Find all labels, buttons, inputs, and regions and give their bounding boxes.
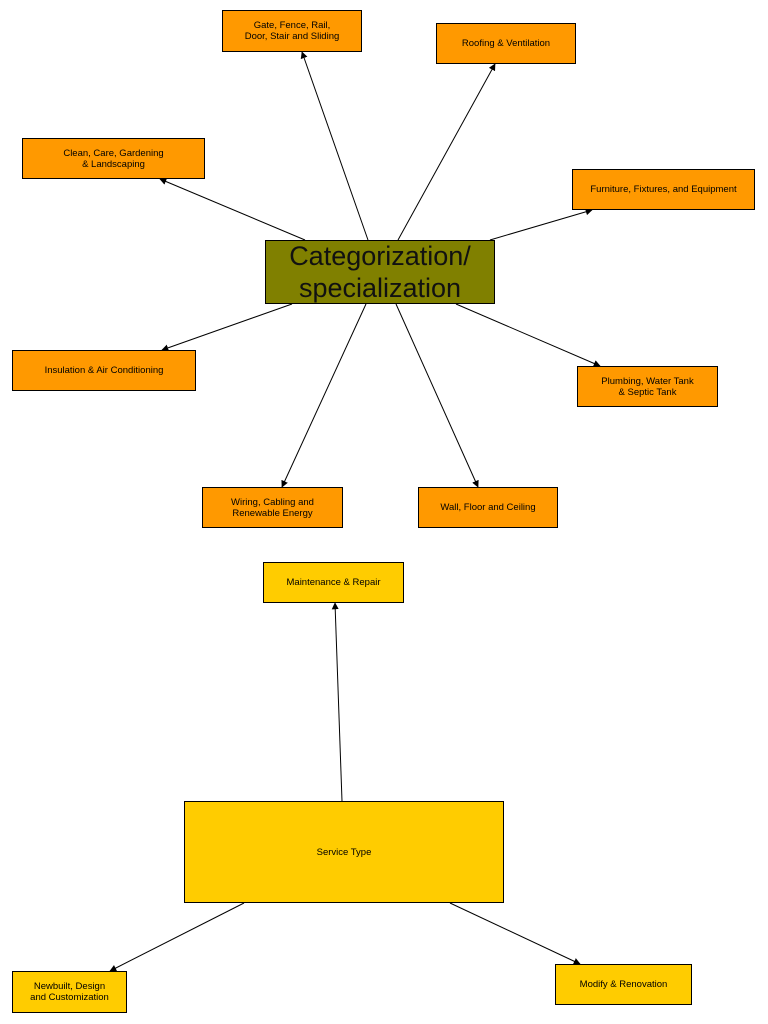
- category-cleaning: Clean, Care, Gardening & Landscaping: [22, 138, 205, 179]
- service-newbuilt: Newbuilt, Design and Customization: [12, 971, 127, 1013]
- arrow-to-category-insulation: [161, 303, 293, 352]
- categorization-hub: Categorization/ specialization: [265, 240, 495, 304]
- arrow-to-category-roofing: [397, 63, 496, 241]
- arrow-to-service-newbuilt: [109, 902, 245, 972]
- service-type-hub: Service Type: [184, 801, 504, 903]
- category-wiring: Wiring, Cabling and Renewable Energy: [202, 487, 343, 528]
- category-roofing: Roofing & Ventilation: [436, 23, 576, 64]
- service-modify: Modify & Renovation: [555, 964, 692, 1005]
- arrow-to-category-cleaning: [159, 178, 306, 241]
- category-gate-fence: Gate, Fence, Rail, Door, Stair and Slidi…: [222, 10, 362, 52]
- arrow-to-category-wall-floor: [395, 303, 479, 488]
- arrow-to-category-wiring: [281, 303, 367, 488]
- category-wall-floor: Wall, Floor and Ceiling: [418, 487, 558, 528]
- arrow-to-category-plumbing: [455, 303, 601, 367]
- arrow-to-service-maintenance: [331, 602, 343, 802]
- category-insulation: Insulation & Air Conditioning: [12, 350, 196, 391]
- arrow-to-service-modify: [449, 902, 581, 965]
- arrow-to-category-furniture: [489, 208, 593, 241]
- category-furniture: Furniture, Fixtures, and Equipment: [572, 169, 755, 210]
- service-maintenance: Maintenance & Repair: [263, 562, 404, 603]
- arrow-to-category-gate-fence: [300, 51, 369, 241]
- category-plumbing: Plumbing, Water Tank & Septic Tank: [577, 366, 718, 407]
